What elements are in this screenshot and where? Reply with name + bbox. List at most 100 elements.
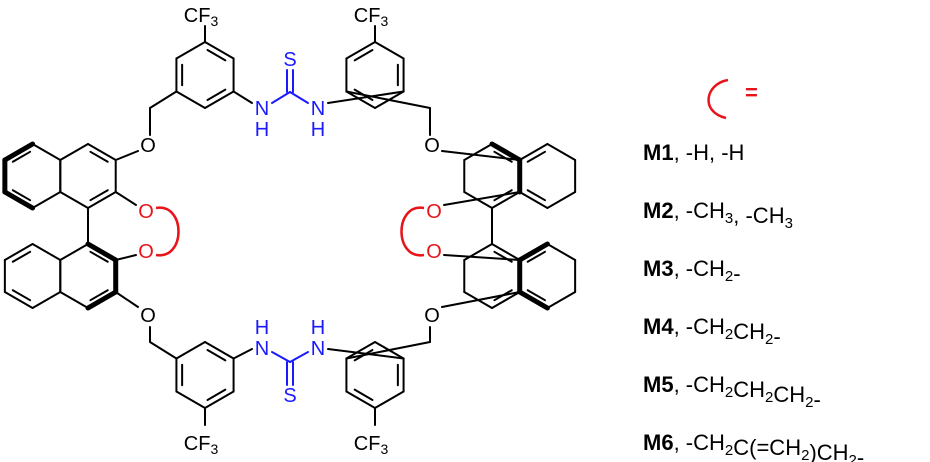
bond: [2, 189, 36, 211]
double-bond-line: [526, 289, 546, 302]
legend-row-m5: M5, -CH2CH2CH2-: [643, 372, 821, 412]
double-bond-line: [206, 88, 227, 101]
bond: [517, 289, 550, 311]
cf3-label: CF3: [184, 433, 219, 457]
legend-row-m4: M4, -CH2CH2-: [643, 314, 781, 349]
bond: [175, 41, 206, 60]
bond: [114, 150, 139, 161]
bond-layer: [2, 25, 577, 426]
bond: [546, 291, 577, 309]
bond: [175, 341, 206, 360]
hydrogen-label: H: [255, 317, 269, 339]
oxygen-label: O: [424, 305, 440, 327]
legend-label: M1: [643, 140, 674, 165]
double-bond-line: [11, 250, 32, 263]
legend-label: M4: [643, 314, 674, 339]
bond: [546, 243, 577, 261]
bond: [345, 390, 376, 409]
bond: [491, 191, 521, 209]
double-bond-line: [206, 49, 227, 62]
thiourea-bond: [289, 351, 309, 363]
sulfur-label: S: [283, 385, 296, 407]
bond: [149, 90, 178, 109]
double-bond-line: [89, 150, 109, 163]
double-bond-line: [11, 150, 32, 163]
legend-row-m2: M2, -CH3, -CH3: [643, 198, 793, 232]
bond: [345, 341, 376, 360]
bond: [345, 41, 376, 60]
oxygen-label: O: [140, 305, 156, 327]
double-bond-line: [206, 349, 227, 362]
bond: [31, 191, 62, 209]
linker-arc-symbol: [707, 78, 729, 120]
bond: [87, 191, 117, 209]
bond: [232, 348, 253, 360]
linker-oxygen-label: O: [426, 241, 442, 263]
hydrogen-label: H: [255, 119, 269, 141]
bond: [31, 143, 62, 161]
bond: [345, 90, 376, 109]
legend-label: M6: [643, 430, 674, 455]
legend-label: M5: [643, 372, 674, 397]
nitrogen-label: N: [255, 338, 269, 360]
bond: [546, 143, 577, 161]
bond: [327, 90, 405, 104]
linker-arc: [400, 206, 425, 257]
bond: [463, 143, 493, 161]
linker-arc: [155, 206, 180, 257]
bond: [443, 254, 521, 261]
bond: [443, 191, 521, 206]
double-bond-line: [89, 250, 109, 263]
bond: [175, 390, 206, 409]
bond: [345, 90, 431, 109]
bond: [204, 341, 235, 360]
double-bond-line: [89, 289, 109, 302]
bond: [114, 191, 137, 206]
bond: [489, 141, 523, 163]
legend-label: M2: [643, 198, 674, 223]
double-bond-line: [11, 189, 32, 202]
nitrogen-label: N: [311, 338, 325, 360]
cf3-label: CF3: [354, 5, 389, 29]
legend-row-m1: M1, -H, -H: [643, 140, 744, 165]
bond: [374, 341, 405, 360]
bond: [31, 243, 62, 261]
bond: [3, 291, 34, 309]
bond: [374, 41, 405, 60]
double-bond-line: [353, 388, 374, 401]
bond: [374, 390, 405, 409]
linker-oxygen-label: O: [138, 201, 154, 223]
double-bond-line: [353, 349, 374, 362]
bond: [232, 90, 253, 104]
bond: [59, 243, 89, 261]
nitrogen-label: N: [311, 98, 325, 120]
cf3-label: CF3: [354, 433, 389, 457]
bond: [59, 291, 89, 309]
hydrogen-label: H: [311, 317, 325, 339]
bond: [31, 291, 62, 309]
oxygen-label: O: [424, 135, 440, 157]
bond: [518, 143, 549, 161]
bond: [204, 390, 235, 409]
bond: [114, 254, 137, 261]
legend-row-m6: M6, -CH2C(=CH2)CH2-: [643, 430, 864, 462]
bond: [204, 90, 235, 109]
double-bond-line: [206, 388, 227, 401]
bond: [3, 243, 34, 261]
legend-equals: =: [745, 80, 758, 105]
bond: [59, 191, 89, 209]
double-bond-line: [526, 189, 546, 202]
bond: [441, 291, 521, 308]
double-bond-line: [526, 150, 546, 163]
cf3-label: CF3: [184, 5, 219, 29]
hydrogen-label: H: [311, 119, 325, 141]
bond: [491, 291, 521, 309]
bond: [546, 191, 577, 209]
double-bond-line: [526, 250, 546, 263]
bond: [491, 243, 521, 261]
bond: [441, 150, 521, 161]
linker-oxygen-label: O: [426, 201, 442, 223]
